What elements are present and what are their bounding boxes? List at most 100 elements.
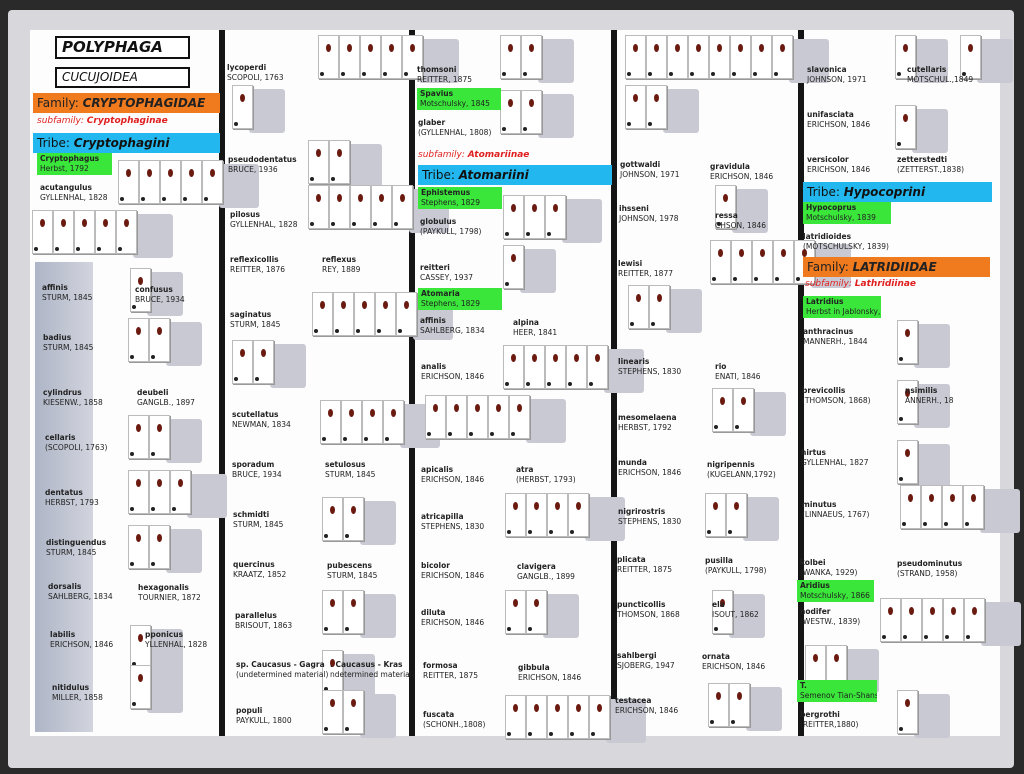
specimen-card[interactable]: [751, 35, 772, 79]
specimen-card[interactable]: [526, 493, 547, 537]
specimen-card[interactable]: [341, 400, 362, 444]
specimen-card[interactable]: [149, 470, 170, 514]
specimen-card[interactable]: [202, 160, 223, 204]
specimen-card[interactable]: [729, 683, 750, 727]
specimen-card[interactable]: [897, 690, 918, 734]
specimen-card[interactable]: [646, 85, 667, 129]
specimen-card[interactable]: [467, 395, 488, 439]
specimen-card[interactable]: [505, 590, 526, 634]
specimen-card[interactable]: [566, 345, 587, 389]
specimen-card[interactable]: [712, 388, 733, 432]
specimen-card[interactable]: [320, 400, 341, 444]
specimen-card[interactable]: [95, 210, 116, 254]
specimen-card[interactable]: [509, 395, 530, 439]
specimen-card[interactable]: [308, 185, 329, 229]
specimen-card[interactable]: [503, 195, 524, 239]
specimen-card[interactable]: [625, 35, 646, 79]
specimen-card[interactable]: [897, 380, 918, 424]
specimen-card[interactable]: [964, 598, 985, 642]
specimen-card[interactable]: [329, 140, 350, 184]
specimen-card[interactable]: [963, 485, 984, 529]
specimen-card[interactable]: [149, 318, 170, 362]
specimen-card[interactable]: [333, 292, 354, 336]
specimen-card[interactable]: [897, 440, 918, 484]
specimen-card[interactable]: [160, 160, 181, 204]
specimen-card[interactable]: [708, 683, 729, 727]
specimen-card[interactable]: [726, 493, 747, 537]
specimen-card[interactable]: [130, 625, 151, 669]
specimen-card[interactable]: [521, 35, 542, 79]
specimen-card[interactable]: [773, 240, 794, 284]
specimen-card[interactable]: [128, 415, 149, 459]
specimen-card[interactable]: [329, 185, 350, 229]
specimen-card[interactable]: [381, 35, 402, 79]
specimen-card[interactable]: [897, 320, 918, 364]
specimen-card[interactable]: [396, 292, 417, 336]
specimen-card[interactable]: [343, 497, 364, 541]
specimen-card[interactable]: [731, 240, 752, 284]
specimen-card[interactable]: [730, 35, 751, 79]
specimen-card[interactable]: [587, 345, 608, 389]
specimen-card[interactable]: [521, 90, 542, 134]
specimen-card[interactable]: [524, 345, 545, 389]
specimen-card[interactable]: [354, 292, 375, 336]
specimen-card[interactable]: [181, 160, 202, 204]
specimen-card[interactable]: [524, 195, 545, 239]
specimen-card[interactable]: [503, 245, 524, 289]
specimen-card[interactable]: [705, 493, 726, 537]
specimen-card[interactable]: [901, 598, 922, 642]
specimen-card[interactable]: [383, 400, 404, 444]
specimen-card[interactable]: [526, 590, 547, 634]
specimen-card[interactable]: [170, 470, 191, 514]
specimen-card[interactable]: [446, 395, 467, 439]
specimen-card[interactable]: [149, 525, 170, 569]
specimen-card[interactable]: [922, 598, 943, 642]
specimen-card[interactable]: [139, 160, 160, 204]
specimen-card[interactable]: [371, 185, 392, 229]
specimen-card[interactable]: [505, 695, 526, 739]
specimen-card[interactable]: [568, 493, 589, 537]
specimen-card[interactable]: [772, 35, 793, 79]
specimen-card[interactable]: [505, 493, 526, 537]
specimen-card[interactable]: [128, 318, 149, 362]
specimen-card[interactable]: [343, 590, 364, 634]
specimen-card[interactable]: [625, 85, 646, 129]
specimen-card[interactable]: [322, 650, 343, 694]
specimen-card[interactable]: [318, 35, 339, 79]
specimen-card[interactable]: [942, 485, 963, 529]
specimen-card[interactable]: [880, 598, 901, 642]
specimen-card[interactable]: [130, 268, 151, 312]
specimen-card[interactable]: [900, 485, 921, 529]
specimen-card[interactable]: [74, 210, 95, 254]
specimen-card[interactable]: [921, 485, 942, 529]
specimen-card[interactable]: [545, 195, 566, 239]
specimen-card[interactable]: [943, 598, 964, 642]
specimen-card[interactable]: [402, 35, 423, 79]
specimen-card[interactable]: [118, 160, 139, 204]
specimen-card[interactable]: [130, 665, 151, 709]
specimen-card[interactable]: [425, 395, 446, 439]
specimen-card[interactable]: [526, 695, 547, 739]
specimen-card[interactable]: [960, 35, 981, 79]
specimen-card[interactable]: [895, 35, 916, 79]
specimen-card[interactable]: [392, 185, 413, 229]
specimen-card[interactable]: [149, 415, 170, 459]
specimen-card[interactable]: [128, 525, 149, 569]
specimen-card[interactable]: [253, 340, 274, 384]
specimen-card[interactable]: [895, 105, 916, 149]
specimen-card[interactable]: [350, 185, 371, 229]
specimen-card[interactable]: [362, 400, 383, 444]
specimen-card[interactable]: [322, 690, 343, 734]
specimen-card[interactable]: [312, 292, 333, 336]
specimen-card[interactable]: [232, 340, 253, 384]
specimen-card[interactable]: [568, 695, 589, 739]
specimen-card[interactable]: [375, 292, 396, 336]
specimen-card[interactable]: [308, 140, 329, 184]
specimen-card[interactable]: [547, 493, 568, 537]
specimen-card[interactable]: [32, 210, 53, 254]
specimen-card[interactable]: [709, 35, 730, 79]
specimen-card[interactable]: [488, 395, 509, 439]
specimen-card[interactable]: [232, 85, 253, 129]
specimen-card[interactable]: [360, 35, 381, 79]
specimen-card[interactable]: [589, 695, 610, 739]
